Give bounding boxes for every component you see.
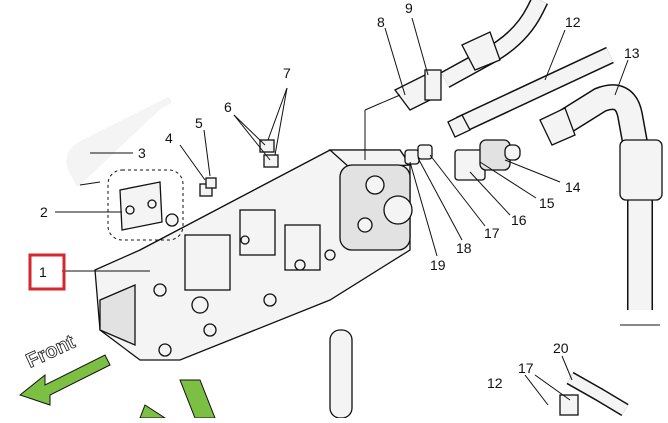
callout-5: 5 [195, 115, 203, 131]
leader-lines [55, 17, 629, 406]
callout-7: 7 [283, 65, 291, 81]
manifold-body [94, 149, 413, 361]
bottom-tubes [329, 329, 629, 419]
tube-12 [447, 46, 614, 138]
highlight-box [28, 253, 66, 291]
callout-14: 14 [565, 179, 581, 195]
callout-16: 16 [511, 212, 527, 228]
tube-13 [539, 84, 663, 326]
callout-20: 20 [553, 340, 569, 356]
callout-17: 17 [484, 225, 500, 241]
fittings-8-9 [394, 69, 442, 111]
callout-18: 18 [456, 240, 472, 256]
callout-2: 2 [40, 204, 48, 220]
callout-9: 9 [405, 0, 413, 16]
callout-19: 19 [430, 257, 446, 273]
cover-plate-group [107, 169, 184, 241]
callout-6: 6 [224, 99, 232, 115]
bottom-green-arrows [139, 379, 216, 419]
callout-4: 4 [165, 130, 173, 146]
callout-12: 12 [565, 14, 581, 30]
callout-8: 8 [377, 14, 385, 30]
callout-17-bottom: 17 [518, 360, 534, 376]
tube-3 [66, 96, 172, 187]
front-label: Front [23, 331, 79, 373]
fittings-14-16 [454, 139, 521, 181]
callout-12-bottom: 12 [487, 375, 503, 391]
tube-top [440, 0, 549, 88]
callout-15: 15 [539, 195, 555, 211]
callout-13: 13 [624, 45, 640, 61]
front-arrow: Front [18, 330, 111, 406]
callout-1: 1 [39, 264, 47, 280]
callout-labels: 1 2 3 4 5 6 7 8 9 12 13 14 15 16 17 18 1… [39, 0, 640, 391]
callout-3: 3 [138, 145, 146, 161]
fittings-17-19 [404, 144, 433, 165]
